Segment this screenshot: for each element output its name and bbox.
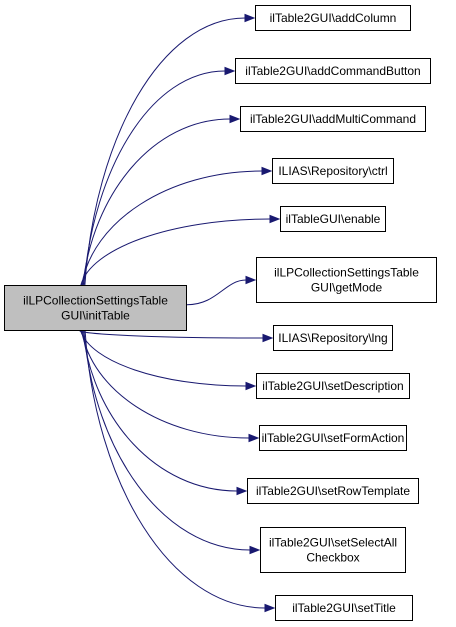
edge-to-add-command-button [83, 70, 226, 286]
target-node-get-mode-label-line-1: ilLPCollectionSettingsTable [274, 266, 419, 280]
edge-to-add-column-arrowhead [244, 13, 256, 23]
edge-to-set-title [84, 330, 266, 609]
call-nodes: ilLPCollectionSettingsTableGUI\initTable… [4, 5, 437, 621]
target-node-set-form-action-box [259, 425, 407, 451]
target-node-set-form-action[interactable]: ilTable2GUI\setFormAction [259, 425, 407, 451]
source-node-init-table-label-line-1: ilLPCollectionSettingsTable [23, 294, 168, 308]
target-node-set-row-template-label-line-1: ilTable2GUI\setRowTemplate [256, 484, 410, 498]
target-node-get-mode-label-line-2: GUI\getMode [311, 281, 383, 295]
edge-to-set-row-template [82, 330, 238, 492]
target-node-add-column-box [255, 5, 411, 31]
source-node-init-table-box [4, 285, 187, 331]
edge-to-lng-arrowhead [262, 333, 274, 343]
target-node-lng-box [273, 325, 393, 351]
target-node-ctrl[interactable]: ILIAS\Repository\ctrl [272, 158, 394, 184]
edge-to-set-title-arrowhead [264, 603, 276, 613]
edge-to-enable [80, 218, 271, 286]
edge-to-add-multi-command-arrowhead [229, 114, 241, 124]
target-node-lng[interactable]: ILIAS\Repository\lng [273, 325, 393, 351]
edge-to-get-mode [186, 279, 247, 306]
target-node-enable-box [280, 206, 386, 232]
target-node-set-row-template[interactable]: ilTable2GUI\setRowTemplate [247, 478, 419, 504]
target-node-add-command-button-box [235, 58, 431, 84]
edge-to-lng [79, 330, 264, 339]
target-node-add-multi-command[interactable]: ilTable2GUI\addMultiCommand [240, 106, 426, 132]
target-node-ctrl-box [272, 158, 394, 184]
target-node-ctrl-label-line-1: ILIAS\Repository\ctrl [278, 164, 387, 178]
edge-to-enable-arrowhead [269, 214, 281, 224]
target-node-set-row-template-box [247, 478, 419, 504]
edge-to-add-column [84, 17, 246, 286]
target-node-enable-label-line-1: ilTableGUI\enable [286, 212, 381, 226]
target-node-set-description-label-line-1: ilTable2GUI\setDescription [262, 379, 403, 393]
target-node-lng-label-line-1: ILIAS\Repository\lng [278, 331, 387, 345]
source-node-init-table-label-line-2: GUI\initTable [61, 309, 130, 323]
target-node-set-form-action-label-line-1: ilTable2GUI\setFormAction [262, 431, 405, 445]
target-node-enable[interactable]: ilTableGUI\enable [280, 206, 386, 232]
call-edges [79, 13, 281, 613]
target-node-set-title-label-line-1: ilTable2GUI\setTitle [292, 601, 396, 615]
target-node-set-title[interactable]: ilTable2GUI\setTitle [275, 595, 413, 621]
target-node-get-mode-box [256, 257, 437, 303]
target-node-add-multi-command-box [240, 106, 426, 132]
edge-to-get-mode-arrowhead [245, 275, 257, 285]
target-node-set-title-box [275, 595, 413, 621]
target-node-add-column[interactable]: ilTable2GUI\addColumn [255, 5, 411, 31]
edge-to-add-command-button-arrowhead [224, 66, 236, 76]
target-node-add-column-label-line-1: ilTable2GUI\addColumn [270, 11, 397, 25]
target-node-add-command-button[interactable]: ilTable2GUI\addCommandButton [235, 58, 431, 84]
target-node-set-description[interactable]: ilTable2GUI\setDescription [256, 373, 410, 399]
edge-to-set-form-action-arrowhead [248, 433, 260, 443]
edge-to-set-row-template-arrowhead [236, 486, 248, 496]
edge-to-set-select-all-checkbox [83, 330, 251, 551]
edge-to-ctrl-arrowhead [261, 166, 273, 176]
target-node-add-command-button-label-line-1: ilTable2GUI\addCommandButton [245, 64, 420, 78]
edge-to-set-description [80, 330, 247, 387]
target-node-set-description-box [256, 373, 410, 399]
edge-to-set-description-arrowhead [245, 381, 257, 391]
edge-to-ctrl [81, 170, 263, 286]
target-node-set-select-all-checkbox-label-line-1: ilTable2GUI\setSelectAll [269, 536, 397, 550]
edge-to-add-multi-command [82, 118, 231, 286]
edge-to-set-form-action [81, 330, 250, 439]
target-node-set-select-all-checkbox-box [260, 527, 406, 573]
edge-to-set-select-all-checkbox-arrowhead [249, 545, 261, 555]
target-node-add-multi-command-label-line-1: ilTable2GUI\addMultiCommand [250, 112, 416, 126]
target-node-set-select-all-checkbox-label-line-2: Checkbox [306, 551, 359, 565]
